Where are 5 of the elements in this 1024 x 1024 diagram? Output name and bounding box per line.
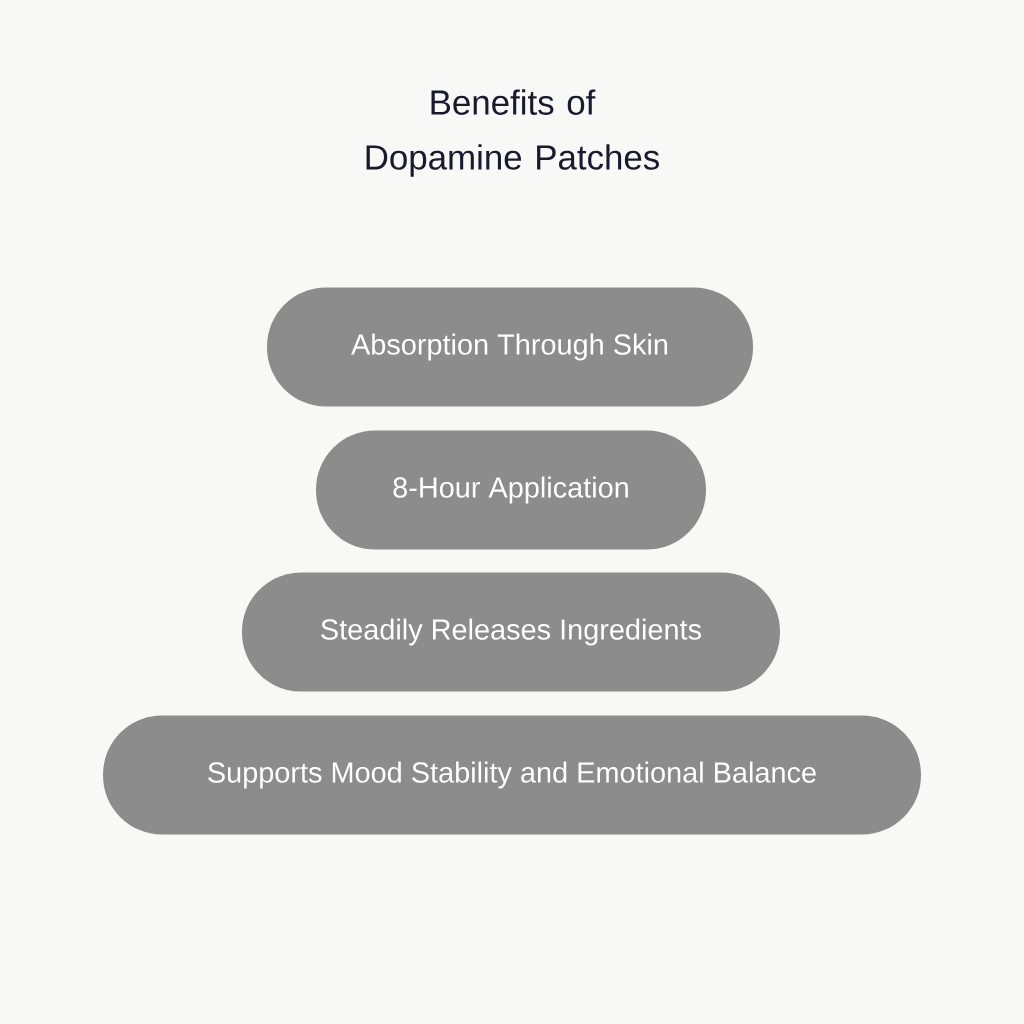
benefit-pill: Absorption Through Skin	[267, 287, 753, 407]
benefit-pill: Steadily Releases Ingredients	[242, 572, 780, 692]
title: Benefits of Dopamine Patches	[366, 89, 659, 177]
benefit-pill: Supports Mood Stability and Emotional Balance	[103, 715, 921, 835]
benefit-pill: 8-Hour Application	[316, 430, 706, 550]
